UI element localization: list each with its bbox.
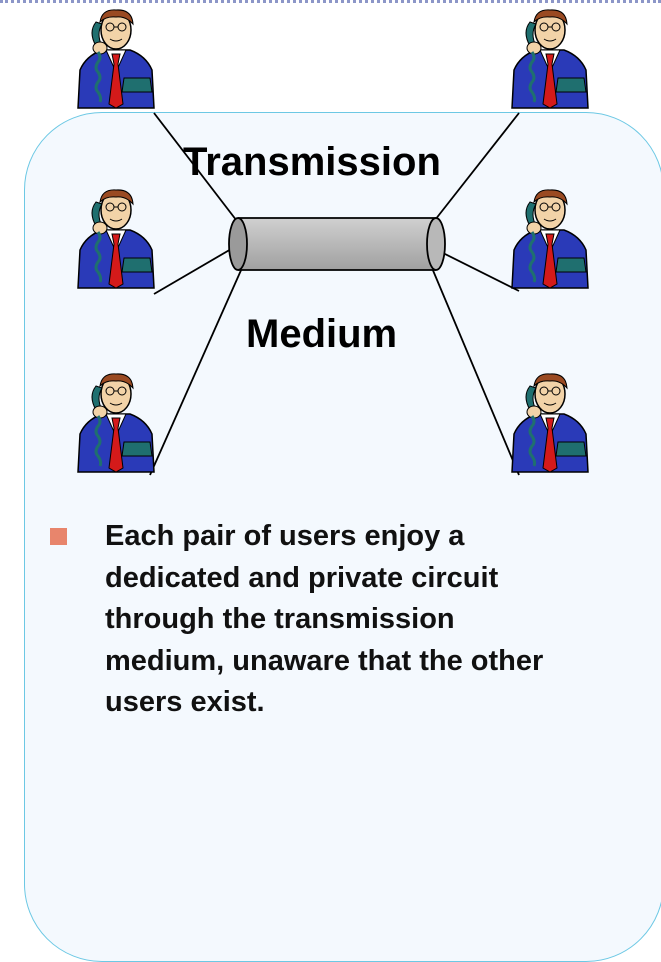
slide-top-border (0, 0, 661, 3)
connection-lines (149, 112, 520, 476)
user-right-3 (510, 372, 590, 474)
bullet-text: Each pair of users enjoy a dedicated and… (105, 520, 544, 718)
user-right-1 (510, 8, 590, 110)
user-left-2 (76, 188, 156, 290)
person-on-phone-icon (510, 8, 590, 110)
bullet-square-icon (50, 528, 67, 545)
person-on-phone-icon (76, 188, 156, 290)
person-on-phone-icon (76, 372, 156, 474)
label-medium: Medium (246, 312, 398, 356)
cable-cylinder-icon (228, 217, 446, 271)
label-transmission: Transmission (183, 140, 441, 184)
user-left-1 (76, 8, 156, 110)
person-on-phone-icon (510, 372, 590, 474)
user-left-3 (76, 372, 156, 474)
user-right-2 (510, 188, 590, 290)
person-on-phone-icon (76, 8, 156, 110)
person-on-phone-icon (510, 188, 590, 290)
